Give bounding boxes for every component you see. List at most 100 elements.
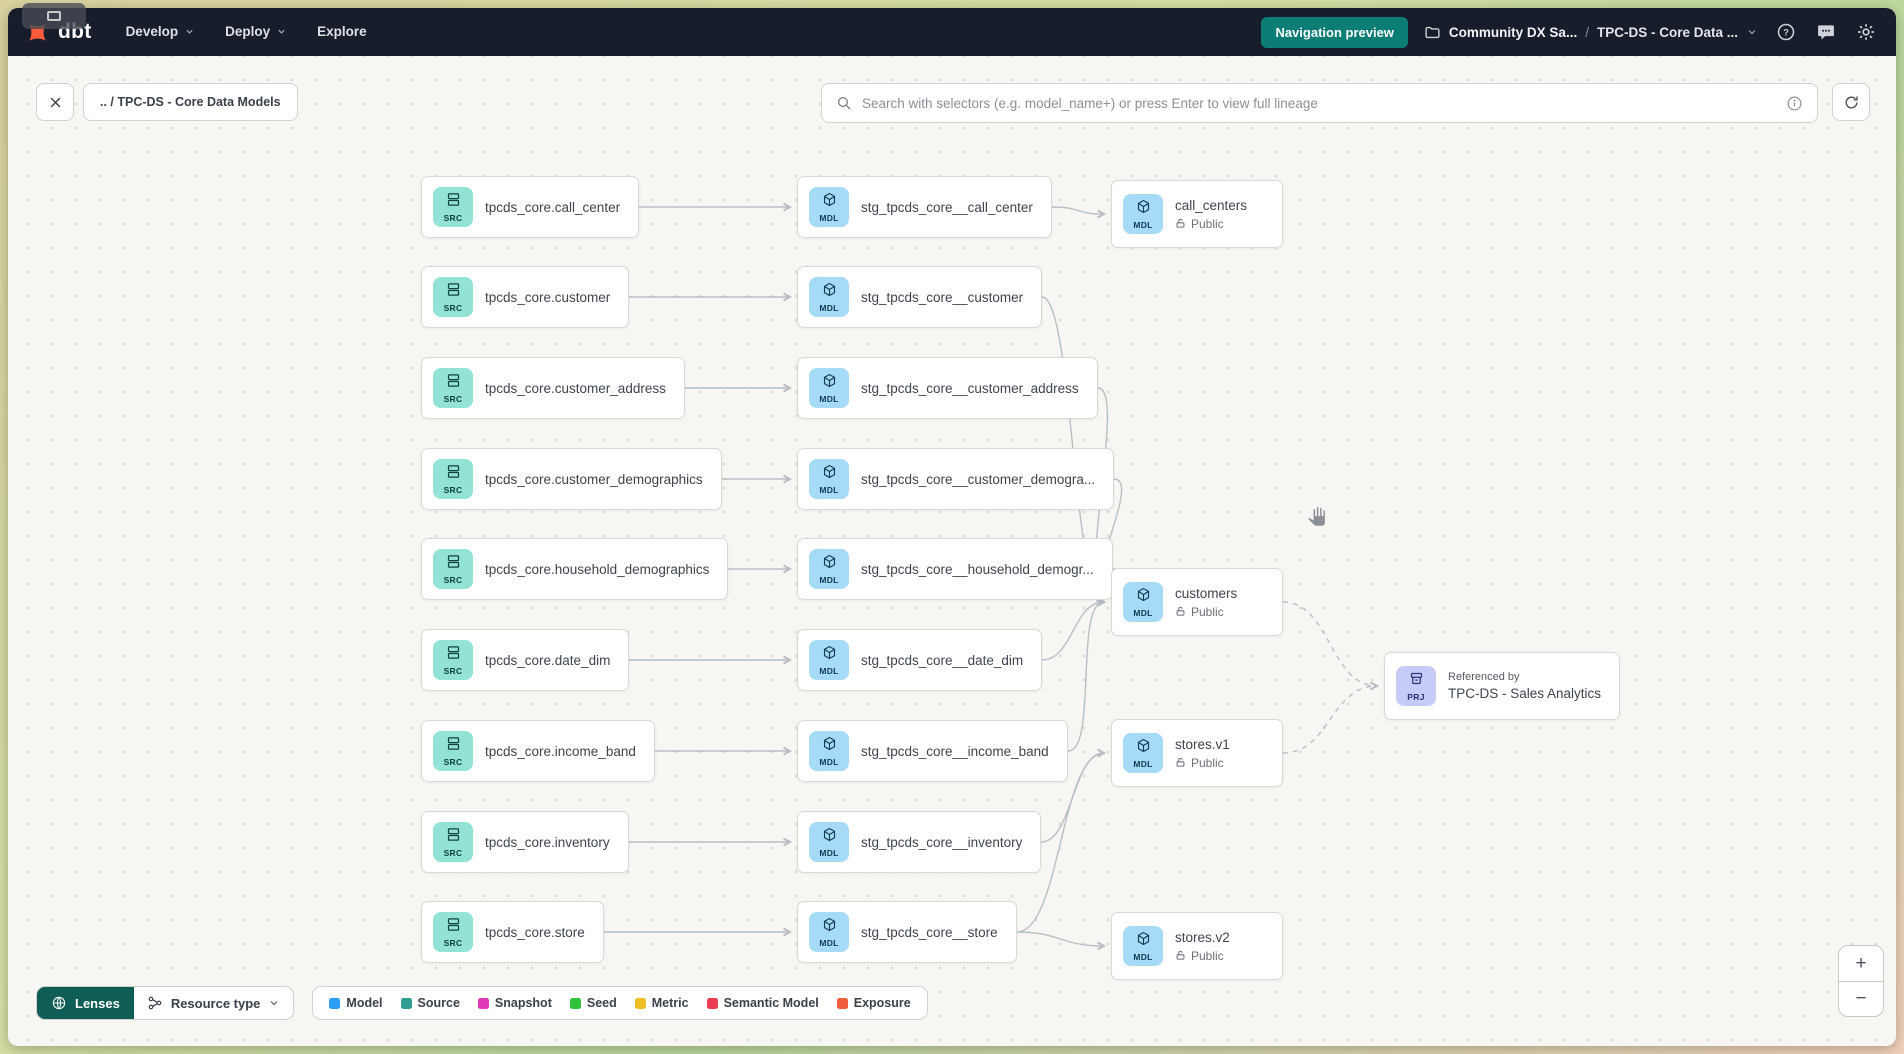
- legend-item-exposure: Exposure: [836, 996, 911, 1010]
- project-breadcrumb[interactable]: Community DX Sa... / TPC-DS - Core Data …: [1424, 24, 1758, 41]
- lineage-breadcrumb[interactable]: .. / TPC-DS - Core Data Models: [83, 83, 298, 121]
- node-title: stg_tpcds_core__inventory: [861, 834, 1023, 850]
- lineage-node-stores_v1[interactable]: MDL stores.v1 Public: [1111, 719, 1283, 787]
- lineage-node-stg_customer_demographics[interactable]: MDL stg_tpcds_core__customer_demogra...: [797, 448, 1115, 510]
- legend-item-snapshot: Snapshot: [477, 996, 552, 1010]
- monitor-icon: [47, 11, 61, 21]
- lineage-nodes-layer: SRC tpcds_core.call_center SRC tpcds_cor…: [8, 56, 1896, 1046]
- node-title: call_centers: [1175, 197, 1248, 213]
- edge-stg_date_dim-to-customers: [1041, 597, 1107, 661]
- model-icon: [823, 736, 835, 750]
- resource-type-label: Resource type: [170, 995, 261, 1011]
- source-icon: [447, 554, 459, 568]
- source-icon: [447, 464, 459, 478]
- edge-stg_store-to-stores_v2: [1016, 931, 1107, 951]
- zoom-controls: + −: [1838, 945, 1884, 1017]
- edge-stores_v1-to-prj_sales: [1282, 681, 1380, 754]
- lineage-node-src_call_center[interactable]: SRC tpcds_core.call_center: [421, 176, 640, 238]
- search-input[interactable]: [862, 95, 1776, 111]
- lineage-node-src_income_band[interactable]: SRC tpcds_core.income_band: [421, 720, 655, 782]
- navigation-preview-button[interactable]: Navigation preview: [1261, 16, 1408, 48]
- model-icon: [1137, 738, 1149, 752]
- lineage-node-src_inventory[interactable]: SRC tpcds_core.inventory: [421, 811, 629, 873]
- legend-swatch: [477, 997, 489, 1009]
- node-access-label: Public: [1175, 217, 1247, 231]
- info-icon[interactable]: [1786, 95, 1803, 112]
- model-icon: [823, 645, 835, 659]
- lineage-node-stg_customer[interactable]: MDL stg_tpcds_core__customer: [797, 266, 1043, 328]
- search-icon: [838, 97, 851, 110]
- resource-type-dropdown[interactable]: Resource type: [134, 987, 294, 1019]
- lineage-node-call_centers[interactable]: MDL call_centers Public: [1111, 180, 1283, 248]
- nav-item-deploy[interactable]: Deploy: [225, 24, 287, 39]
- lineage-node-stg_date_dim[interactable]: MDL stg_tpcds_core__date_dim: [797, 629, 1043, 691]
- node-title: stg_tpcds_core__customer: [861, 289, 1024, 305]
- lenses-button[interactable]: Lenses: [37, 987, 134, 1019]
- lineage-canvas[interactable]: SRC tpcds_core.call_center SRC tpcds_cor…: [8, 56, 1896, 1046]
- model-icon: [823, 554, 835, 568]
- model-icon: [823, 464, 835, 478]
- node-title: stg_tpcds_core__customer_address: [861, 380, 1079, 396]
- edge-stg_store-to-stores_v1: [1016, 748, 1107, 933]
- model-icon: [823, 827, 835, 841]
- lock-open-icon: [1176, 757, 1185, 767]
- breadcrumb-project[interactable]: Community DX Sa...: [1448, 24, 1578, 40]
- lineage-node-src_customer[interactable]: SRC tpcds_core.customer: [421, 266, 630, 328]
- node-referenced-by-label: Referenced by: [1448, 671, 1520, 683]
- lineage-node-stg_inventory[interactable]: MDL stg_tpcds_core__inventory: [797, 811, 1042, 873]
- feedback-icon[interactable]: [1814, 20, 1838, 44]
- close-lineage-button[interactable]: [36, 83, 74, 121]
- legend-swatch: [400, 997, 412, 1009]
- lineage-node-src_customer_address[interactable]: SRC tpcds_core.customer_address: [421, 357, 685, 419]
- legend-swatch: [836, 997, 848, 1009]
- project-icon: [1410, 672, 1422, 684]
- breadcrumb-page[interactable]: TPC-DS - Core Data ...: [1596, 24, 1738, 40]
- zoom-in-button[interactable]: +: [1855, 952, 1867, 974]
- lineage-node-src_household_demographics[interactable]: SRC tpcds_core.household_demographics: [421, 538, 729, 600]
- lineage-node-stg_customer_address[interactable]: MDL stg_tpcds_core__customer_address: [797, 357, 1098, 419]
- legend-item-metric: Metric: [634, 996, 689, 1010]
- legend-item-seed: Seed: [569, 996, 617, 1010]
- lineage-node-stg_income_band[interactable]: MDL stg_tpcds_core__income_band: [797, 720, 1068, 782]
- lineage-footer: Lenses Resource type Model Source Snapshot…: [36, 986, 928, 1020]
- node-title: tpcds_core.call_center: [485, 199, 621, 215]
- chevron-down-icon: [1748, 30, 1756, 35]
- model-icon: [823, 192, 835, 206]
- node-title: tpcds_core.income_band: [485, 743, 636, 759]
- lineage-node-prj_sales[interactable]: PRJ Referenced by TPC-DS - Sales Analyti…: [1384, 652, 1621, 720]
- settings-gear-icon[interactable]: [1854, 20, 1878, 44]
- source-icon: [447, 373, 459, 387]
- model-icon: [823, 917, 835, 931]
- lineage-node-customers[interactable]: MDL customers Public: [1111, 568, 1283, 636]
- model-icon: [1137, 199, 1149, 213]
- lineage-node-src_store[interactable]: SRC tpcds_core.store: [421, 901, 604, 963]
- node-title: tpcds_core.date_dim: [485, 652, 611, 668]
- nav-item-explore[interactable]: Explore: [317, 24, 367, 39]
- source-icon: [447, 645, 459, 659]
- lineage-node-stg_call_center[interactable]: MDL stg_tpcds_core__call_center: [797, 176, 1052, 238]
- lineage-node-src_customer_demographics[interactable]: SRC tpcds_core.customer_demographics: [421, 448, 722, 510]
- source-icon: [447, 282, 459, 296]
- node-title: stg_tpcds_core__household_demogr...: [861, 561, 1094, 577]
- legend-swatch: [329, 997, 341, 1009]
- legend-item-model: Model: [329, 996, 383, 1010]
- nav-item-develop[interactable]: Develop: [126, 24, 196, 39]
- node-access-label: Public: [1175, 949, 1230, 963]
- help-icon[interactable]: ?: [1774, 20, 1798, 44]
- legend-swatch: [706, 997, 718, 1009]
- lineage-node-stg_store[interactable]: MDL stg_tpcds_core__store: [797, 901, 1017, 963]
- legend-item-source: Source: [400, 996, 460, 1010]
- zoom-out-button[interactable]: −: [1839, 981, 1883, 1016]
- lineage-node-src_date_dim[interactable]: SRC tpcds_core.date_dim: [421, 629, 630, 691]
- lenses-combo: Lenses Resource type: [36, 986, 295, 1020]
- lineage-node-stores_v2[interactable]: MDL stores.v2 Public: [1111, 912, 1283, 980]
- lineage-node-stg_household_demographics[interactable]: MDL stg_tpcds_core__household_demogr...: [797, 538, 1113, 600]
- refresh-lineage-button[interactable]: [1832, 83, 1870, 121]
- svg-text:?: ?: [1783, 27, 1789, 37]
- refresh-icon: [1844, 96, 1858, 108]
- source-icon: [447, 917, 459, 931]
- screenshare-indicator: [22, 3, 86, 29]
